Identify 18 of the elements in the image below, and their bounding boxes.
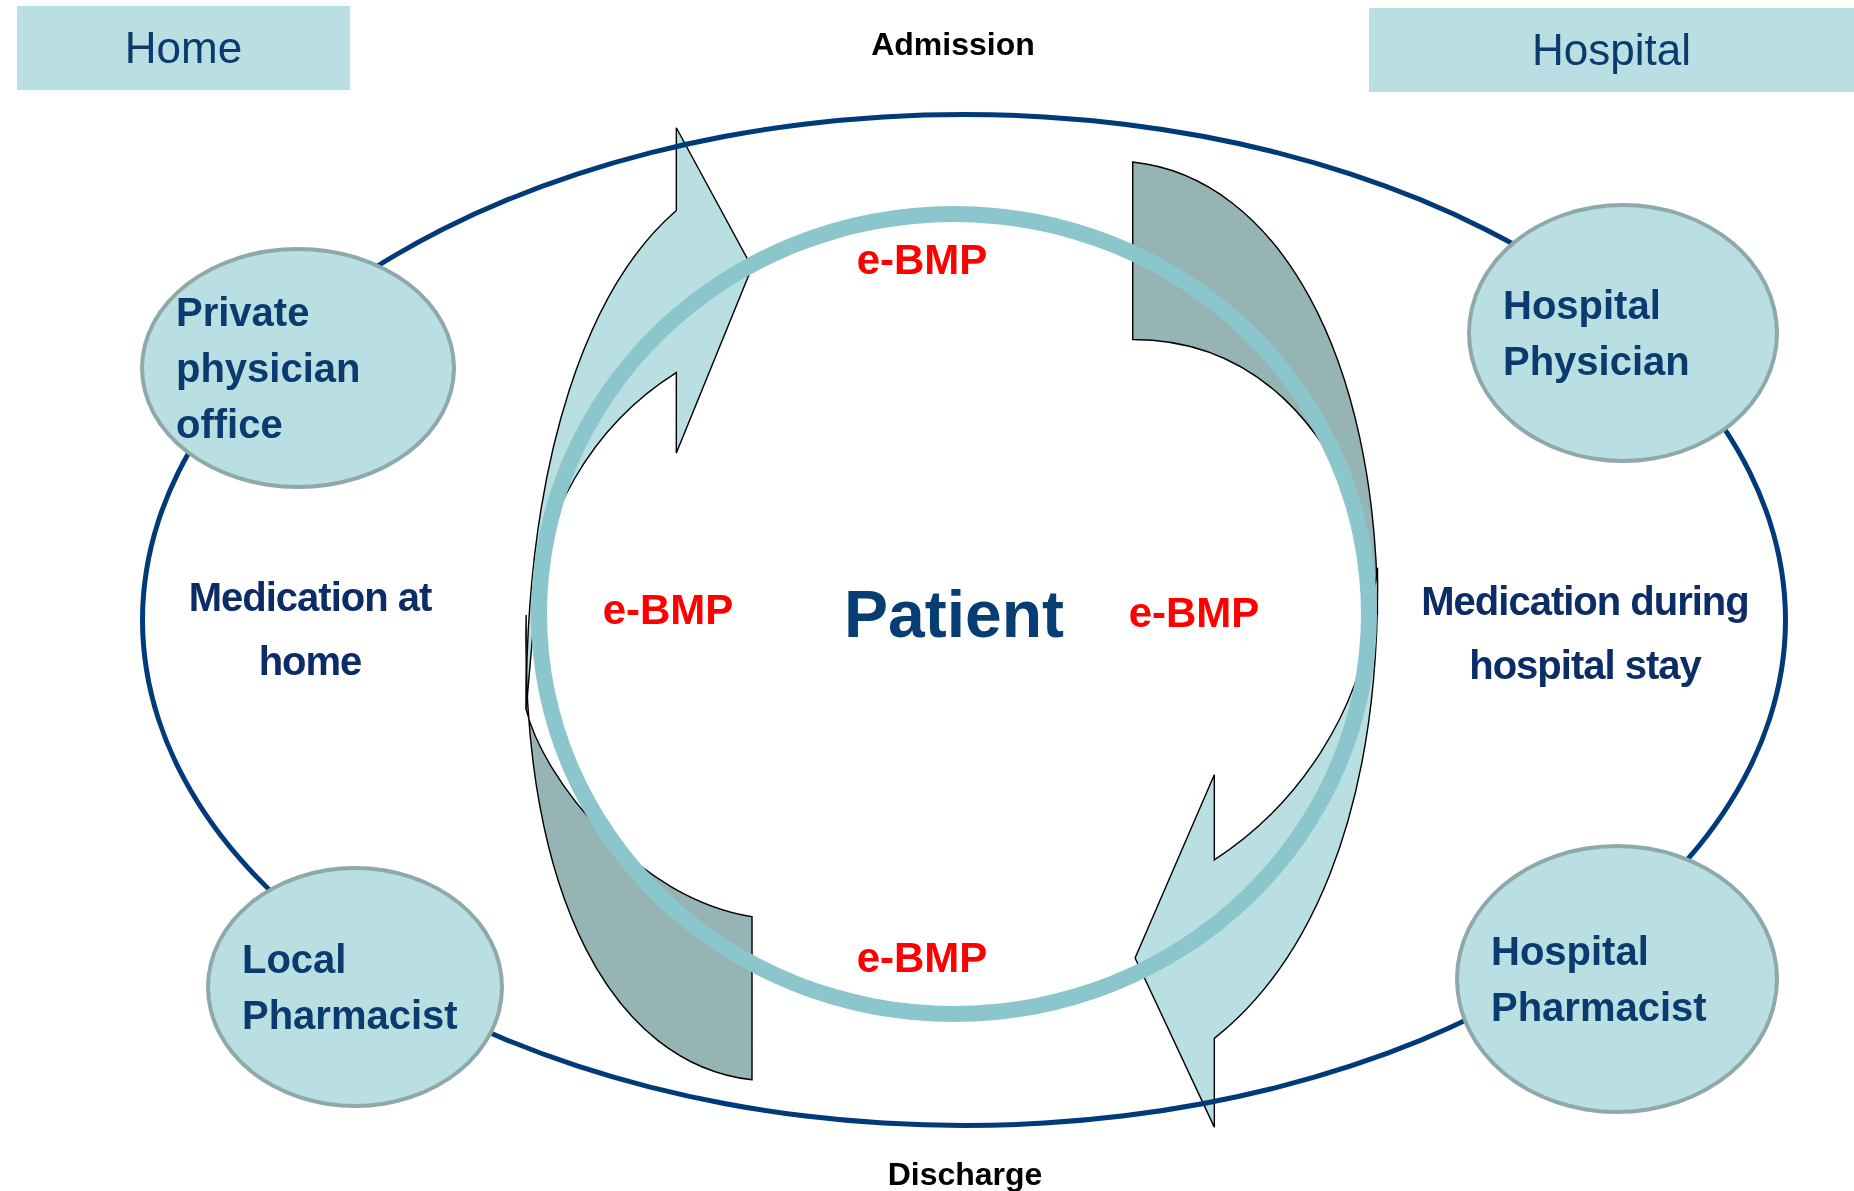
header-text: Hospital bbox=[1532, 24, 1691, 76]
actor-text: Private physician office bbox=[175, 289, 362, 448]
ebmp-label: e-BMP bbox=[855, 933, 989, 983]
ebmp-label: e-BMP bbox=[601, 585, 735, 635]
header-box bbox=[17, 6, 350, 90]
stage-label: Admission bbox=[870, 25, 1036, 64]
patient-circle bbox=[531, 206, 1377, 1022]
ebmp-label: e-BMP bbox=[855, 235, 989, 285]
actor-text: Hospital Physician bbox=[1502, 282, 1691, 385]
actor-text: Hospital Pharmacist bbox=[1490, 928, 1708, 1031]
stage-label: Discharge bbox=[886, 1155, 1044, 1191]
center-text: Patient bbox=[843, 575, 1064, 653]
phase-text: Medication at home bbox=[187, 574, 433, 685]
actor-text: Local Pharmacist bbox=[241, 936, 459, 1039]
phase-text: Medication during hospital stay bbox=[1420, 578, 1750, 689]
ebmp-label: e-BMP bbox=[1127, 588, 1261, 638]
header-box bbox=[1369, 8, 1854, 92]
header-text: Home bbox=[124, 22, 243, 74]
